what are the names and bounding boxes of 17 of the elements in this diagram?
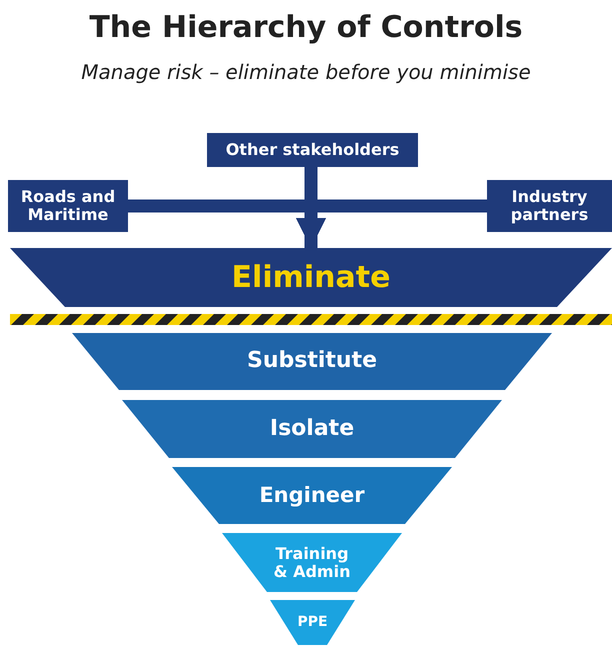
- pyramid-tier: [270, 600, 355, 645]
- pyramid-tier: [122, 400, 502, 458]
- pyramid-tier: [10, 248, 612, 307]
- tier-label: Training & Admin: [272, 544, 352, 580]
- stakeholder-box: Other stakeholders: [207, 133, 418, 167]
- pyramid-tier: [172, 467, 452, 524]
- stakeholder-box: Industry partners: [487, 180, 612, 232]
- tier-label: Substitute: [246, 349, 378, 374]
- tier-label: Isolate: [270, 416, 354, 442]
- pyramid-tier: [72, 333, 552, 390]
- tier-label: Engineer: [259, 484, 365, 508]
- stakeholder-box: Roads and Maritime: [8, 180, 128, 232]
- tier-label: PPE: [297, 614, 328, 630]
- pyramid-tier: [222, 533, 402, 592]
- subtitle: Manage risk – eliminate before you minimise: [80, 60, 532, 84]
- title: The Hierarchy of Controls: [88, 10, 524, 45]
- tier-label: Eliminate: [232, 261, 390, 294]
